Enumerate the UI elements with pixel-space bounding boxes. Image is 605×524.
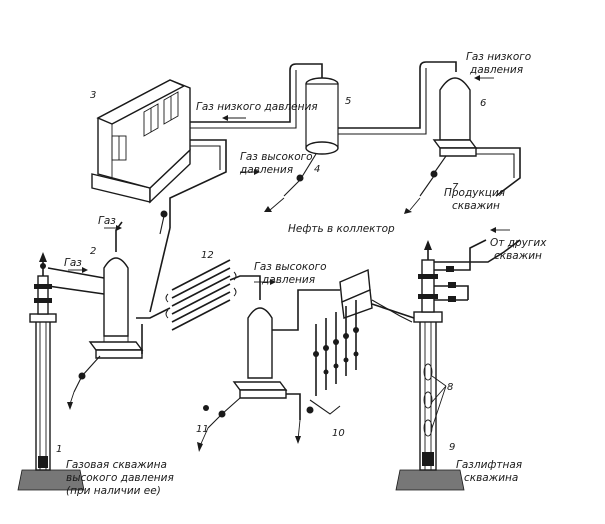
label-number-3: 3 [90, 90, 96, 101]
label-gas-high-pressure-2b: давления [261, 274, 315, 286]
label-gas-high-pressure-1a: Газ высокого [240, 151, 313, 163]
heat-exchanger-12 [165, 259, 237, 331]
separator-middle [232, 307, 288, 399]
label-number-7: 7 [452, 182, 459, 193]
label-number-8: 8 [447, 382, 453, 393]
label-number-6: 6 [480, 98, 486, 109]
label-number-5: 5 [345, 96, 351, 107]
label-gas-low-pressure-2a: Газ низкого [466, 51, 531, 63]
gas-well-1 [17, 252, 85, 491]
label-gas-high-pressure-2a: Газ высокого [254, 261, 327, 273]
separator-6 [432, 77, 478, 157]
label-well-production-b: скважин [452, 200, 500, 212]
label-gas-well-c: (при наличии ее) [66, 485, 161, 497]
label-gas-low-pressure-1: Газ низкого давления [196, 101, 318, 113]
label-gas-1: Газ [98, 215, 116, 227]
separator-2 [88, 257, 144, 359]
label-oil-to-collector: Нефть в коллектор [288, 223, 395, 235]
label-number-4: 4 [314, 164, 320, 175]
label-number-2: 2 [90, 246, 96, 257]
label-well-production-a: Продукция [444, 187, 505, 199]
label-gas-well-b: высокого давления [66, 472, 174, 484]
flow-arrows [67, 75, 510, 452]
separator-5 [305, 77, 339, 155]
label-number-11: 11 [196, 424, 209, 435]
label-number-10: 10 [332, 428, 345, 439]
label-gas-2: Газ [64, 257, 82, 269]
label-gas-low-pressure-2b: давления [469, 64, 523, 76]
gas-distribution-manifold-10 [309, 268, 413, 415]
label-gas-well-a: Газовая скважина [66, 459, 167, 471]
label-number-12: 12 [201, 250, 214, 261]
label-gaslift-well-b: скважина [464, 472, 518, 484]
pipelines [47, 61, 521, 429]
label-from-other-wells-b: скважин [494, 250, 542, 262]
label-from-other-wells-a: От других [490, 237, 547, 249]
label-gas-high-pressure-1b: давления [239, 164, 293, 176]
compressor-building [91, 79, 191, 204]
label-gaslift-well-a: Газлифтная [456, 459, 522, 471]
gaslift-well-9 [395, 240, 465, 491]
label-number-1: 1 [56, 444, 62, 455]
label-number-9: 9 [449, 442, 455, 453]
manifold-valves [313, 327, 359, 375]
